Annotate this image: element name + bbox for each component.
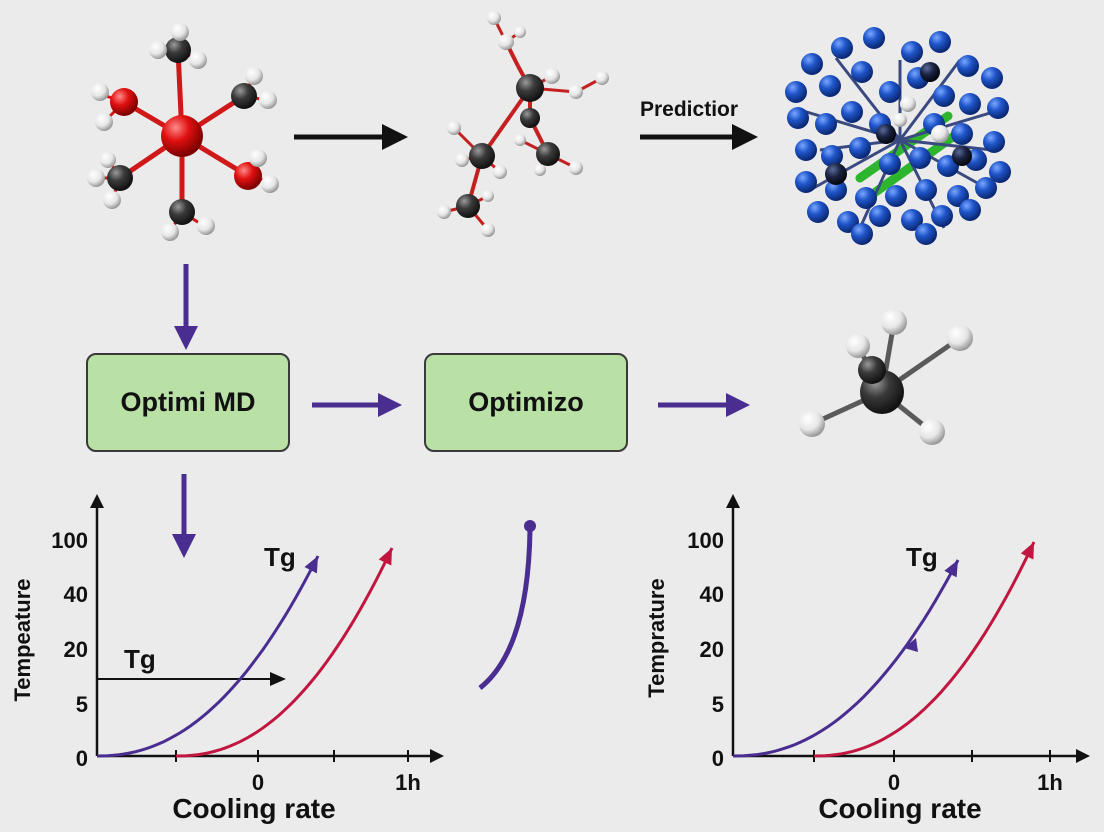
tg-label: Tg bbox=[906, 542, 938, 572]
ytick-40: 40 bbox=[700, 582, 724, 607]
ytick-100: 100 bbox=[51, 528, 88, 553]
optimize-md-label: Optimi MD bbox=[120, 387, 256, 417]
arrow-down-2 bbox=[172, 474, 196, 558]
optimize-label: Optimizo bbox=[468, 387, 584, 417]
optimize-box: Optimizo bbox=[424, 353, 628, 452]
arrow-black-1 bbox=[294, 124, 408, 150]
chart-right: 100 40 20 5 0 0 1h Cooling rate Tempratu… bbox=[644, 494, 1090, 824]
molecule-chain bbox=[437, 11, 609, 237]
series-line-2 bbox=[813, 541, 1036, 758]
arrow-black-2 bbox=[640, 124, 758, 150]
xtick-0: 0 bbox=[888, 770, 900, 795]
series-arrowhead-2 bbox=[378, 548, 392, 566]
optimize-md-box: Optimi MD bbox=[86, 353, 290, 452]
xtick-1h: 1h bbox=[395, 770, 421, 795]
ytick-0: 0 bbox=[76, 746, 88, 771]
series-mid-arrow bbox=[904, 638, 918, 652]
arrow-right-1 bbox=[312, 393, 402, 417]
xtick-1h: 1h bbox=[1037, 770, 1063, 795]
series-arrowhead-2 bbox=[1020, 542, 1034, 560]
x-axis-label: Cooling rate bbox=[172, 793, 335, 824]
series-line-2 bbox=[175, 547, 394, 758]
y-axis-label: Tempeature bbox=[10, 578, 35, 701]
tg-label-mid: Tg bbox=[124, 644, 156, 674]
tg-label-top: Tg bbox=[264, 542, 296, 572]
ytick-5: 5 bbox=[76, 692, 88, 717]
series-line-1 bbox=[732, 559, 960, 758]
series-arrowhead-1 bbox=[304, 556, 318, 574]
xtick-0: 0 bbox=[252, 770, 264, 795]
series-line-1 bbox=[96, 555, 320, 758]
molecule-octahedral bbox=[87, 23, 279, 241]
ytick-0: 0 bbox=[712, 746, 724, 771]
molecule-tetrahedral bbox=[799, 309, 973, 445]
tg-marker-arrow bbox=[97, 672, 286, 686]
series-arrowhead-1 bbox=[944, 560, 958, 578]
curved-arrow bbox=[478, 520, 536, 690]
arrow-down-1 bbox=[174, 264, 198, 350]
ytick-100: 100 bbox=[687, 528, 724, 553]
ytick-20: 20 bbox=[64, 637, 88, 662]
ytick-20: 20 bbox=[700, 637, 724, 662]
chart-left: 100 40 20 5 0 0 1h Cooling rate Tempeatu… bbox=[10, 494, 444, 824]
molecule-cluster bbox=[785, 27, 1011, 245]
x-axis-label: Cooling rate bbox=[818, 793, 981, 824]
ytick-40: 40 bbox=[64, 582, 88, 607]
ytick-5: 5 bbox=[712, 692, 724, 717]
prediction-label: Predictior bbox=[640, 98, 738, 121]
y-axis-label: Temprature bbox=[644, 578, 669, 697]
arrow-right-2 bbox=[658, 393, 750, 417]
